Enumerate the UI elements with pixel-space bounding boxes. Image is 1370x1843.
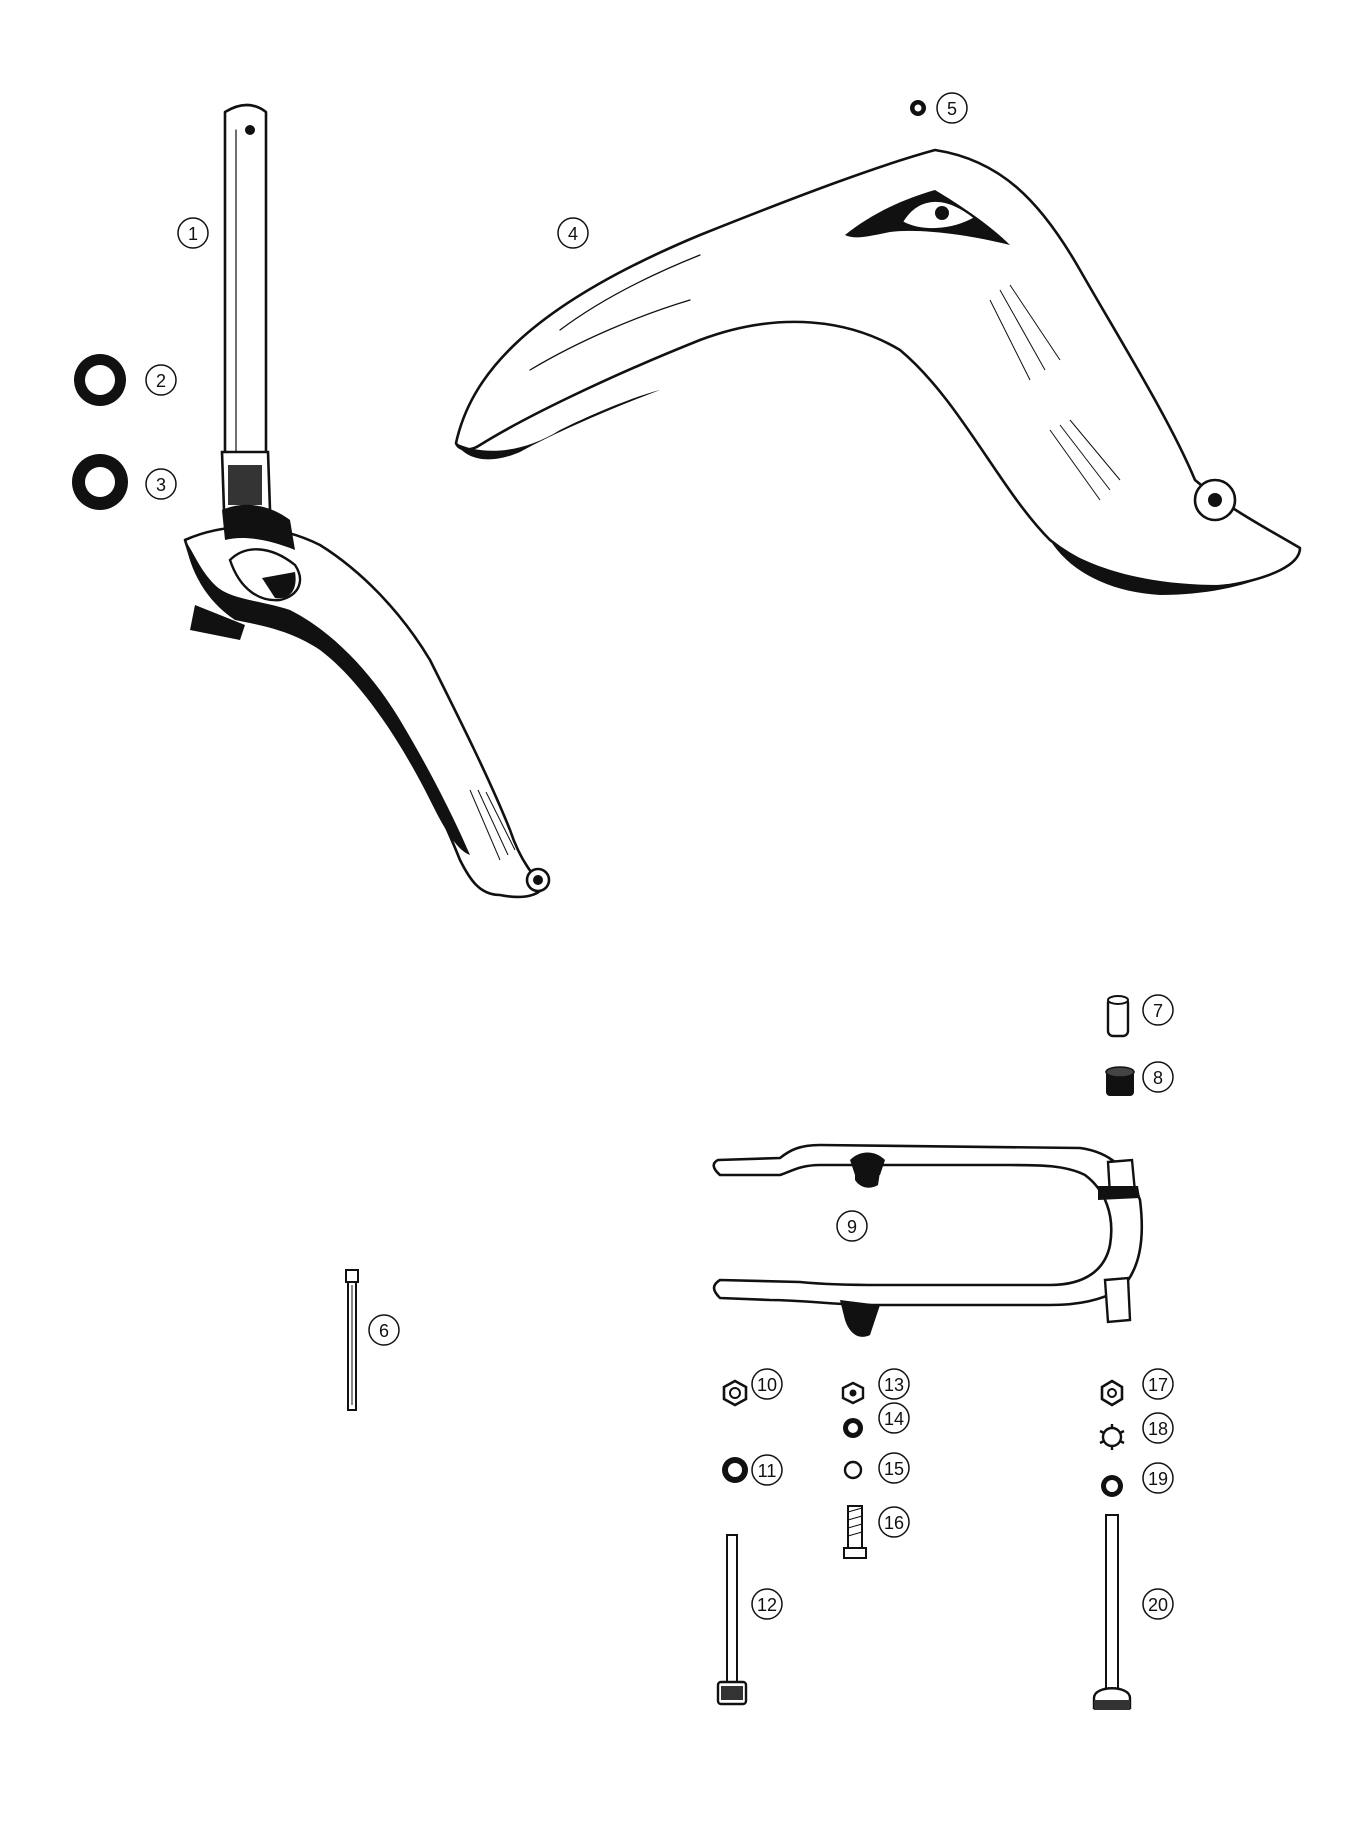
callout-circle (1142, 1368, 1174, 1400)
callout-number: 17 (1148, 1375, 1168, 1395)
callout-circle (878, 1402, 910, 1434)
callout-circle (557, 217, 589, 249)
callout-number: 19 (1148, 1469, 1168, 1489)
part-7-sleeve (1106, 995, 1130, 1038)
callout-14: 14 (878, 1402, 910, 1434)
part-4-large-fender (454, 148, 1302, 595)
callout-number: 20 (1148, 1595, 1168, 1615)
callout-circle (936, 92, 968, 124)
callout-17: 17 (1142, 1368, 1174, 1400)
front-fork-body (183, 504, 551, 899)
part-20-bolt (1092, 1514, 1132, 1710)
callout-number: 1 (188, 224, 198, 244)
part-3-ring (72, 454, 128, 510)
callout-8: 8 (1142, 1061, 1174, 1093)
callout-circle (368, 1314, 400, 1346)
callout-circle (145, 468, 177, 500)
callout-7: 7 (1142, 994, 1174, 1026)
callout-circle (145, 364, 177, 396)
callout-circle (177, 217, 209, 249)
callout-number: 11 (758, 1461, 777, 1481)
callout-4: 4 (557, 217, 589, 249)
callout-circle (1142, 1588, 1174, 1620)
callout-circle (1142, 1462, 1174, 1494)
part-19-washer (1101, 1475, 1123, 1497)
part-18-star-washer (1099, 1424, 1125, 1450)
callout-number: 8 (1153, 1068, 1163, 1088)
callout-number: 18 (1148, 1419, 1168, 1439)
callout-number: 4 (568, 224, 578, 244)
part-14-washer (843, 1418, 863, 1438)
part-8-bush (1105, 1066, 1135, 1096)
part-16-short-bolt (843, 1505, 867, 1559)
callout-circle (836, 1210, 868, 1242)
callout-circle (1142, 1412, 1174, 1444)
part-2-ring (74, 354, 126, 406)
callout-number: 7 (1153, 1001, 1163, 1021)
callout-3: 3 (145, 468, 177, 500)
callout-circle (1142, 1061, 1174, 1093)
callout-circle (878, 1506, 910, 1538)
callout-6: 6 (368, 1314, 400, 1346)
callout-circle (751, 1368, 783, 1400)
part-9-fork-bracket (712, 1143, 1144, 1337)
callout-11: 11 (751, 1454, 783, 1486)
part-5-small-washer (910, 100, 926, 116)
callout-number: 15 (884, 1459, 904, 1479)
callout-16: 16 (878, 1506, 910, 1538)
callout-20: 20 (1142, 1588, 1174, 1620)
callout-18: 18 (1142, 1412, 1174, 1444)
callout-number: 5 (947, 99, 957, 119)
callout-number: 13 (884, 1375, 904, 1395)
callout-number: 6 (379, 1321, 389, 1341)
callout-5: 5 (936, 92, 968, 124)
callout-15: 15 (878, 1452, 910, 1484)
callout-number: 9 (847, 1217, 857, 1237)
callout-9: 9 (836, 1210, 868, 1242)
part-6-long-bolt (345, 1269, 359, 1411)
callout-1: 1 (177, 217, 209, 249)
callout-circle (751, 1588, 783, 1620)
callout-number: 10 (757, 1375, 777, 1395)
callout-number: 3 (156, 475, 166, 495)
part-13-nut (841, 1381, 865, 1405)
callout-13: 13 (878, 1368, 910, 1400)
callout-circle (1142, 994, 1174, 1026)
part-1-steering-stem (220, 103, 272, 512)
callout-number: 2 (156, 371, 166, 391)
part-10-hex-nut (722, 1379, 748, 1407)
callout-circle (878, 1452, 910, 1484)
callout-2: 2 (145, 364, 177, 396)
callout-circle (878, 1368, 910, 1400)
callout-number: 12 (757, 1595, 777, 1615)
callout-12: 12 (751, 1588, 783, 1620)
part-11-washer (722, 1457, 748, 1483)
part-12-bolt (716, 1534, 748, 1706)
callout-19: 19 (1142, 1462, 1174, 1494)
part-15-ring (843, 1460, 863, 1480)
part-17-nut (1100, 1379, 1124, 1407)
callout-number: 14 (884, 1409, 904, 1429)
callout-10: 10 (751, 1368, 783, 1400)
callout-circle (751, 1454, 783, 1486)
callout-number: 16 (884, 1513, 904, 1533)
